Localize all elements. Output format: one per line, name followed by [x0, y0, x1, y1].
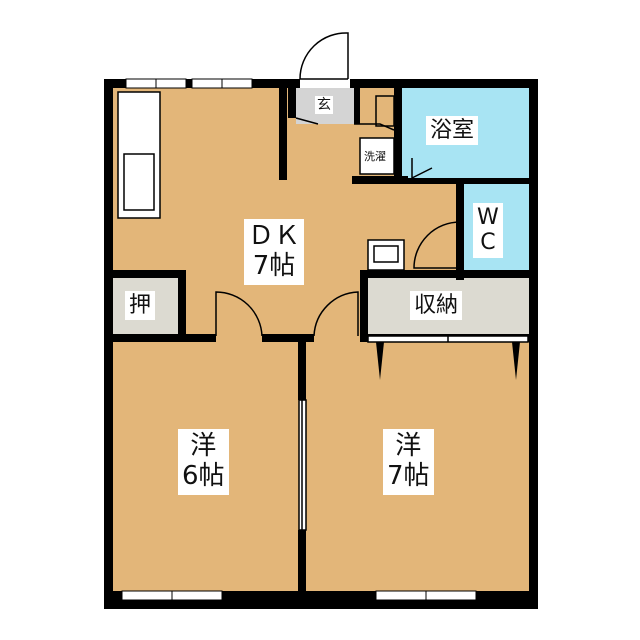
room-label-wc: W C	[473, 203, 503, 258]
room-label-west-b: 洋 7帖	[383, 429, 434, 495]
room-label-bath: 浴室	[426, 116, 479, 146]
room-label-storage: 収納	[410, 291, 463, 321]
west-a-label-line2: 6帖	[182, 460, 225, 491]
dk-label-line1: ＤＫ	[248, 221, 301, 251]
room-label-entrance: 玄	[315, 96, 333, 115]
room-label-closet: 押	[125, 291, 156, 321]
room-label-dk: ＤＫ 7帖	[244, 219, 305, 285]
kitchen-sink	[123, 153, 155, 211]
west-a-label-line1: 洋	[190, 431, 217, 461]
wc-label-line2: C	[480, 230, 496, 256]
room-a-door-icon	[215, 291, 263, 337]
wash-basin-icon	[367, 239, 405, 271]
room-b-door-icon	[313, 291, 359, 337]
bath-door-icon	[411, 158, 433, 179]
storage-label: 収納	[414, 293, 459, 318]
west-b-label-line2: 7帖	[387, 460, 430, 491]
entrance-label: 玄	[317, 97, 331, 113]
wc-door-icon	[413, 221, 461, 269]
laundry-label: 洗濯	[364, 150, 386, 163]
entrance-door-icon	[299, 32, 349, 80]
wall-dk-divider	[279, 88, 287, 180]
west-b-label-line1: 洋	[395, 431, 422, 461]
dk-label-line2: 7帖	[252, 250, 296, 281]
closet-label: 押	[129, 293, 152, 318]
room-label-west-a: 洋 6帖	[178, 429, 229, 495]
bath-label: 浴室	[430, 118, 475, 143]
room-label-laundry: 洗濯	[363, 150, 387, 165]
wc-label-line1: W	[477, 205, 499, 230]
